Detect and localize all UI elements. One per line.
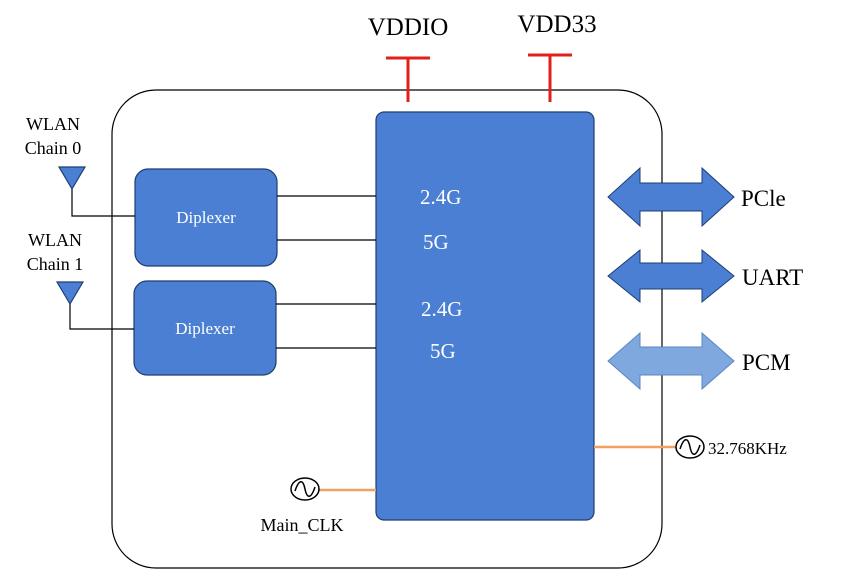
uart-label: UART [742, 265, 803, 290]
pcie-arrow [607, 166, 735, 228]
main-clock: Main_CLK [261, 477, 376, 535]
chain0-label-line2: Chain 0 [25, 138, 82, 158]
antenna-chain-0: WLAN Chain 0 [25, 114, 135, 217]
diplexer-bottom [133, 280, 277, 376]
antenna-icon [57, 166, 87, 191]
diplexer-bottom-label: Diplexer [175, 319, 235, 338]
band-a-24g: 2.4G [420, 185, 461, 209]
sine-wave-icon [294, 481, 316, 497]
chain1-label-line2: Chain 1 [27, 254, 84, 274]
antenna-icon [55, 281, 85, 306]
band-b-5g: 5G [430, 339, 456, 363]
diplexer-top [134, 168, 278, 267]
vdd33-label: VDD33 [517, 11, 596, 38]
interface-uart: UART [607, 248, 803, 304]
oscillator-icon [290, 477, 320, 501]
antenna-chain-1: WLAN Chain 1 [27, 230, 134, 330]
main-clock-label: Main_CLK [261, 515, 344, 535]
chain1-label-line1: WLAN [28, 230, 82, 250]
pcm-arrow [607, 331, 735, 391]
band-a-5g: 5G [423, 230, 449, 254]
pcie-label: PCle [741, 186, 786, 211]
oscillator-icon [675, 435, 705, 459]
uart-arrow [607, 248, 735, 304]
chain0-label-line1: WLAN [26, 114, 80, 134]
chain0-feed-line [71, 189, 135, 217]
rf-connections [276, 195, 376, 349]
band-b-24g: 2.4G [421, 297, 462, 321]
pcm-label: PCM [742, 350, 791, 375]
rtc-clock: 32.768KHz [594, 435, 787, 459]
wlan-chip [375, 111, 595, 521]
rtc-clock-label: 32.768KHz [708, 439, 787, 458]
chain1-feed-line [69, 304, 134, 330]
sine-wave-icon [679, 439, 701, 455]
vddio-label: VDDIO [368, 14, 449, 41]
power-vdd33: VDD33 [517, 11, 597, 102]
power-vddio: VDDIO [368, 14, 449, 102]
diplexer-top-label: Diplexer [176, 208, 236, 227]
interface-pcie: PCle [607, 166, 786, 228]
interface-pcm: PCM [607, 331, 791, 391]
